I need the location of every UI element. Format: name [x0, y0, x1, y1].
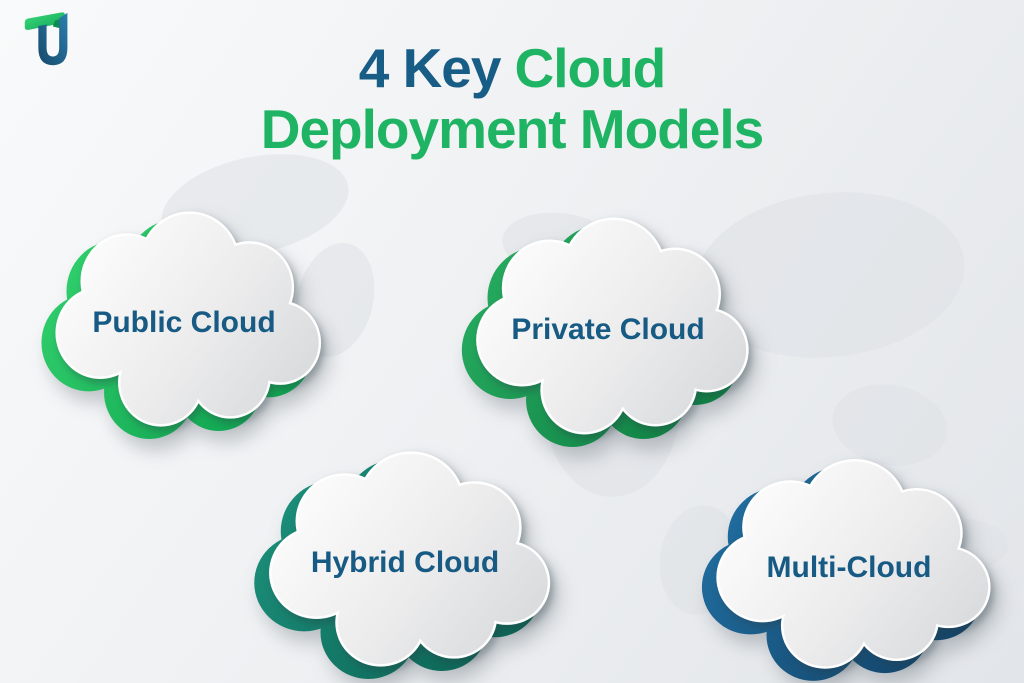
tu-logo-icon	[24, 12, 68, 66]
cloud-shape-hybrid	[254, 451, 551, 679]
title-prefix-text: 4 Key	[358, 37, 502, 99]
cloud-label-hybrid: Hybrid Cloud	[310, 546, 500, 579]
cloud-multi-cloud: Multi-Cloud	[688, 444, 1006, 681]
cloud-shape-public	[41, 211, 322, 439]
cloud-public-cloud: Public Cloud	[28, 196, 336, 439]
cloud-label-public: Public Cloud	[92, 306, 276, 339]
brand-logo	[18, 8, 80, 74]
cloud-private-cloud: Private Cloud	[448, 202, 764, 447]
title-line2-text: Deployment Models	[260, 98, 765, 160]
cloud-label-multi: Multi-Cloud	[766, 551, 932, 584]
cloud-shape-private	[461, 217, 749, 447]
cloud-shape-multi	[701, 458, 991, 681]
title-highlight-text: Cloud	[514, 37, 666, 99]
title-line-2: Deployment Models	[0, 99, 1024, 160]
cloud-hybrid-cloud: Hybrid Cloud	[240, 436, 566, 679]
cloud-label-private: Private Cloud	[511, 313, 705, 346]
